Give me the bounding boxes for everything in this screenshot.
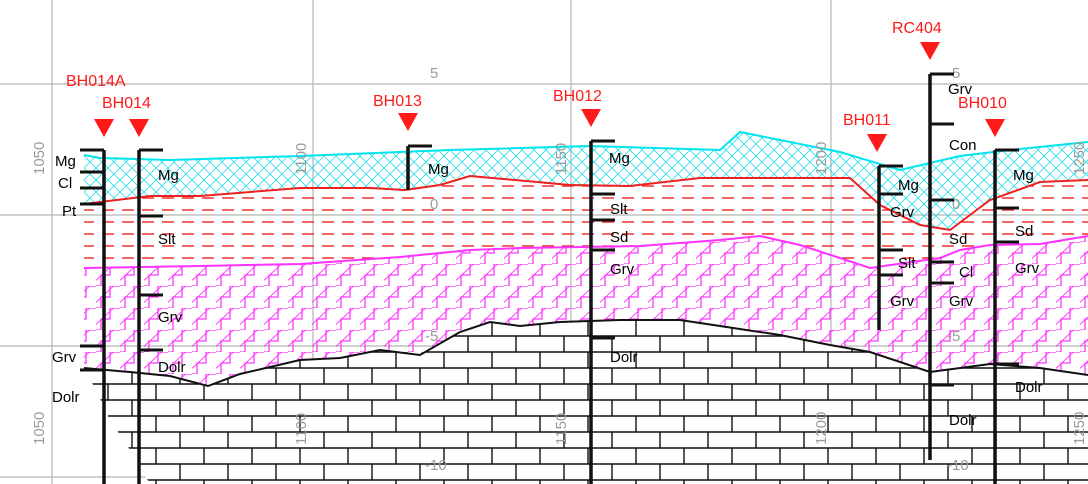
borehole-marker-icon bbox=[867, 134, 887, 152]
ground-surface-line bbox=[83, 130, 1088, 172]
stratum-label: Sd bbox=[610, 229, 628, 246]
made-ground-layer bbox=[84, 132, 1088, 230]
stratum-label: Con bbox=[949, 137, 977, 154]
elevation-label: -5 bbox=[425, 328, 438, 345]
borehole-rc404[interactable]: RC404 Grv Con Sd Cl Grv Dolr bbox=[892, 20, 977, 460]
stratum-label: Sd bbox=[949, 231, 967, 248]
chainage-label-bottom: 1250 bbox=[1071, 412, 1088, 445]
bedrock-layer bbox=[84, 320, 1088, 484]
stratum-label: Grv bbox=[890, 293, 915, 310]
stratum-label: Grv bbox=[948, 81, 973, 98]
stratum-label: Grv bbox=[949, 293, 974, 310]
stratum-label: Grv bbox=[1015, 260, 1040, 277]
stratum-label: Mg bbox=[158, 167, 179, 184]
stratum-label: Grv bbox=[610, 261, 635, 278]
borehole-marker-icon bbox=[129, 119, 149, 137]
stratum-label: Sd bbox=[1015, 223, 1033, 240]
elevation-label: 0 bbox=[430, 196, 438, 213]
stratum-label: Dolr bbox=[1015, 379, 1043, 396]
elevation-label: 0 bbox=[952, 196, 960, 213]
chainage-label-top: 1200 bbox=[813, 142, 830, 175]
borehole-bh010[interactable]: BH010 Mg Sd Grv Dolr bbox=[958, 95, 1043, 484]
borehole-marker-icon bbox=[985, 119, 1005, 137]
elevation-label: -10 bbox=[425, 457, 447, 474]
stratum-label: Mg bbox=[1013, 167, 1034, 184]
borehole-bh013[interactable]: BH013 Mg bbox=[373, 93, 449, 190]
borehole-label: BH013 bbox=[373, 93, 422, 110]
stratum-label: Dolr bbox=[610, 349, 638, 366]
stratum-label: Cl bbox=[58, 175, 72, 192]
borehole-marker-icon bbox=[920, 42, 940, 60]
stratum-label: Cl bbox=[959, 264, 973, 281]
borehole-label: BH014A bbox=[66, 73, 126, 90]
borehole-marker-icon bbox=[581, 109, 601, 127]
chainage-label-bottom: 1100 bbox=[293, 413, 310, 445]
elevation-label: -5 bbox=[947, 328, 960, 345]
stratum-label: Slt bbox=[610, 201, 628, 218]
stratum-label: Mg bbox=[898, 177, 919, 194]
borehole-bh014a[interactable]: BH014A Mg Cl Pt Grv Dolr bbox=[52, 73, 126, 484]
elevation-label: -10 bbox=[947, 457, 969, 474]
borehole-marker-icon bbox=[398, 113, 418, 131]
stratum-label: Dolr bbox=[52, 389, 80, 406]
borehole-label: BH010 bbox=[958, 95, 1007, 112]
chainage-label-top: 1050 bbox=[31, 142, 48, 175]
stratum-label: Mg bbox=[55, 153, 76, 170]
boundaries bbox=[83, 130, 1088, 388]
borehole-label: BH014 bbox=[102, 95, 151, 112]
silt-layer bbox=[84, 176, 1088, 268]
stratum-label: Slt bbox=[898, 255, 916, 272]
chainage-label-bottom: 1050 bbox=[31, 412, 48, 445]
stratum-label: Mg bbox=[428, 161, 449, 178]
chainage-label-bottom: 1200 bbox=[813, 412, 830, 445]
gravel-layer bbox=[84, 236, 1088, 386]
borehole-label: BH012 bbox=[553, 88, 602, 105]
grid-labels: 1050 1100 1150 1200 1250 1050 1100 1150 … bbox=[31, 65, 1088, 474]
borehole-label: BH011 bbox=[843, 112, 891, 129]
borehole-bh012[interactable]: BH012 Mg Slt Sd Grv Dolr bbox=[553, 88, 638, 484]
stratum-label: Dolr bbox=[949, 412, 977, 429]
gravel-top-line bbox=[83, 234, 1088, 270]
stratum-label: Grv bbox=[52, 349, 77, 366]
stratum-label: Pt bbox=[62, 203, 77, 220]
elevation-label: 5 bbox=[952, 65, 960, 82]
chainage-label-top: 1150 bbox=[553, 143, 570, 175]
borehole-bh011[interactable]: BH011 Mg Grv Slt Grv bbox=[843, 112, 919, 330]
silt-top-line bbox=[83, 174, 1088, 232]
elevation-label: 5 bbox=[430, 65, 438, 82]
borehole-label: RC404 bbox=[892, 20, 942, 37]
borehole-bh014[interactable]: BH014 Mg Slt Grv Dolr bbox=[102, 95, 186, 484]
chainage-label-bottom: 1150 bbox=[553, 413, 570, 445]
strata bbox=[84, 132, 1088, 484]
chainage-label-top: 1100 bbox=[293, 143, 310, 175]
stratum-label: Grv bbox=[158, 309, 183, 326]
stratum-label: Grv bbox=[890, 204, 915, 221]
bedrock-top-line bbox=[83, 319, 1088, 388]
stratum-label: Slt bbox=[158, 231, 176, 248]
chainage-label-top: 1250 bbox=[1071, 142, 1088, 175]
borehole-marker-icon bbox=[94, 119, 114, 137]
stratum-label: Mg bbox=[609, 150, 630, 167]
stratum-label: Dolr bbox=[158, 359, 186, 376]
